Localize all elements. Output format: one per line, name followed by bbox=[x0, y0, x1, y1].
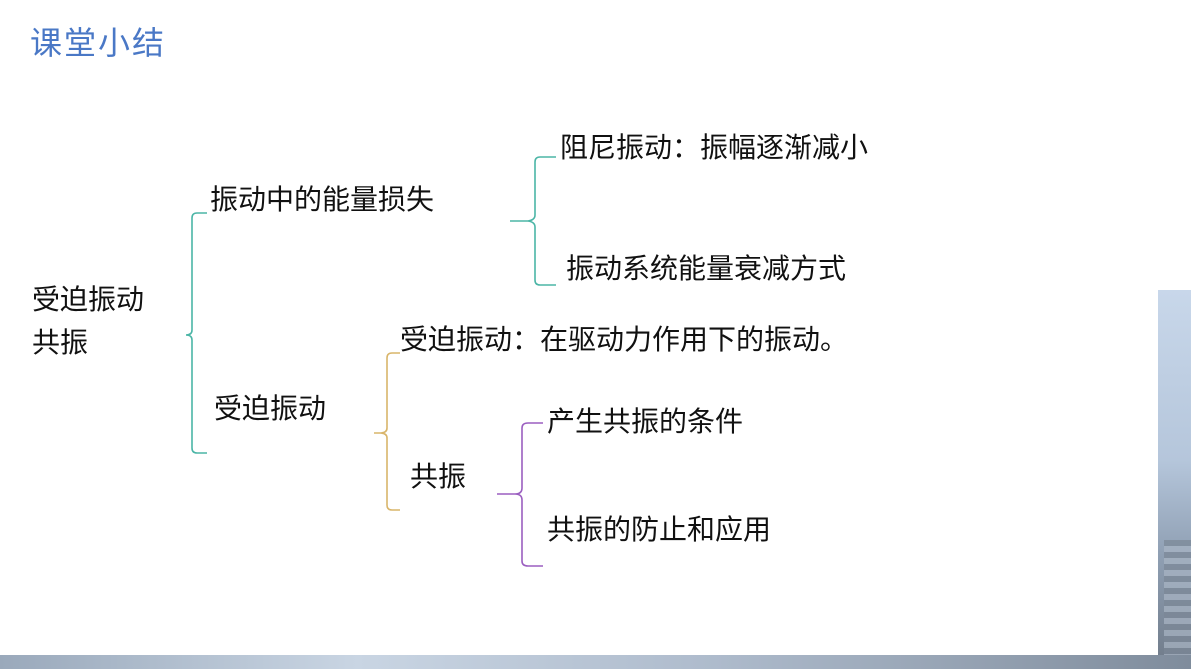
forced-vibration-definition: 受迫振动：在驱动力作用下的振动。 bbox=[400, 323, 849, 356]
background-photo-bottom bbox=[0, 655, 1191, 669]
background-photo-strip bbox=[1158, 290, 1191, 669]
energy-loss-node: 振动中的能量损失 bbox=[210, 183, 435, 216]
root-label-line2: 共振 bbox=[32, 326, 89, 359]
energy-loss-bracket bbox=[510, 156, 556, 286]
resonance-node: 共振 bbox=[410, 460, 467, 493]
slide-title: 课堂小结 bbox=[30, 24, 167, 62]
resonance-application-node: 共振的防止和应用 bbox=[547, 513, 772, 546]
content-panel bbox=[0, 0, 1158, 655]
damped-vibration-node: 阻尼振动：振幅逐渐减小 bbox=[560, 131, 869, 164]
root-label-line1: 受迫振动 bbox=[32, 283, 145, 316]
forced-vibration-node: 受迫振动 bbox=[214, 392, 327, 425]
forced-vibration-bracket bbox=[374, 352, 400, 511]
resonance-condition-node: 产生共振的条件 bbox=[547, 405, 744, 438]
resonance-bracket bbox=[497, 422, 543, 567]
energy-decay-node: 振动系统能量衰减方式 bbox=[566, 252, 847, 285]
root-bracket bbox=[185, 212, 207, 454]
